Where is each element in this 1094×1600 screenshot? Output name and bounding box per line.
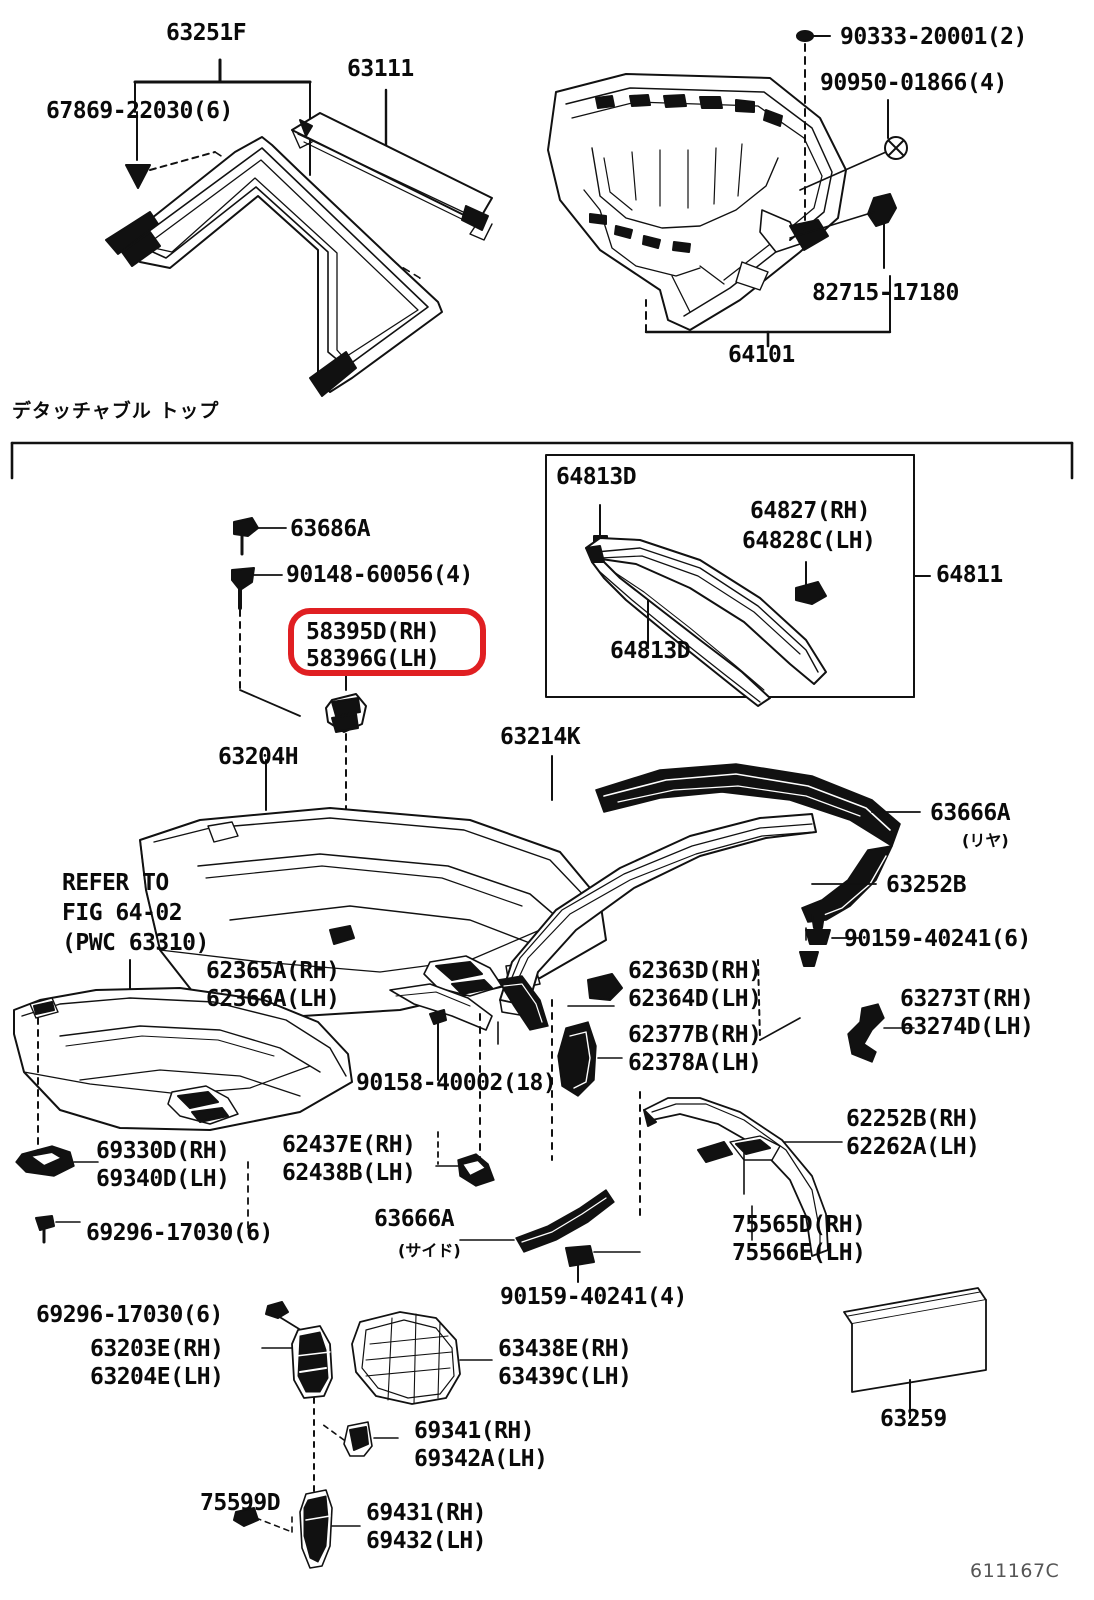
refer-to-line2: FIG 64-02 — [62, 900, 183, 926]
label-62377b-rh: 62377B(RH) — [628, 1022, 762, 1048]
label-62363d-rh: 62363D(RH) — [628, 958, 762, 984]
label-64811: 64811 — [936, 562, 1003, 588]
label-62252b-rh: 62252B(RH) — [846, 1106, 980, 1132]
refer-to-line1: REFER TO — [62, 870, 169, 896]
label-82715-17180: 82715-17180 — [812, 280, 959, 306]
label-63259: 63259 — [880, 1406, 947, 1432]
label-90148-60056: 90148-60056(4) — [286, 562, 473, 588]
label-63666a-rear-note: (リヤ) — [962, 831, 1009, 850]
label-64828c-lh: 64828C(LH) — [742, 528, 876, 554]
label-75565d-rh: 75565D(RH) — [732, 1212, 866, 1238]
label-69432-lh: 69432(LH) — [366, 1528, 487, 1554]
label-69431-rh: 69431(RH) — [366, 1500, 487, 1526]
label-63666a-rear: 63666A — [930, 800, 1011, 826]
label-90159-40241-4: 90159-40241(4) — [500, 1284, 687, 1310]
label-62364d-lh: 62364D(LH) — [628, 986, 762, 1012]
label-63203e-rh: 63203E(RH) — [90, 1336, 224, 1362]
label-64827-rh: 64827(RH) — [750, 498, 871, 524]
refer-to-line3: (PWC 63310) — [62, 930, 209, 956]
label-58395d-rh: 58395D(RH) — [306, 619, 440, 645]
label-63204e-lh: 63204E(LH) — [90, 1364, 224, 1390]
label-90333-20001: 90333-20001(2) — [840, 24, 1027, 50]
section-header-detachable-top: デタッチャブル トップ — [12, 400, 220, 422]
label-67869-22030: 67869-22030(6) — [46, 98, 233, 124]
label-75566e-lh: 75566E(LH) — [732, 1240, 866, 1266]
label-64813d-lower: 64813D — [610, 638, 691, 664]
label-63204h: 63204H — [218, 744, 299, 770]
label-63273t-rh: 63273T(RH) — [900, 986, 1034, 1012]
label-63686a: 63686A — [290, 516, 371, 542]
label-62262a-lh: 62262A(LH) — [846, 1134, 980, 1160]
label-90950-01866: 90950-01866(4) — [820, 70, 1007, 96]
label-69340d-lh: 69340D(LH) — [96, 1166, 230, 1192]
label-63666a-side-note: (サイド) — [398, 1241, 461, 1260]
label-69296-17030-a: 69296-17030(6) — [86, 1220, 273, 1246]
label-63251f: 63251F — [166, 20, 247, 46]
label-75599d: 75599D — [200, 1490, 281, 1516]
label-63438e-rh: 63438E(RH) — [498, 1336, 632, 1362]
label-63111: 63111 — [347, 56, 414, 82]
label-64813d-upper: 64813D — [556, 464, 637, 490]
label-63666a-side: 63666A — [374, 1206, 455, 1232]
label-69330d-rh: 69330D(RH) — [96, 1138, 230, 1164]
label-63252b: 63252B — [886, 872, 967, 898]
label-90159-40241-6: 90159-40241(6) — [844, 926, 1031, 952]
diagram-code: 611167C — [970, 1560, 1060, 1582]
label-62366a-lh: 62366A(LH) — [206, 986, 340, 1012]
label-62437e-rh: 62437E(RH) — [282, 1132, 416, 1158]
label-69296-17030-b: 69296-17030(6) — [36, 1302, 223, 1328]
label-63214k: 63214K — [500, 724, 581, 750]
label-64101: 64101 — [728, 342, 795, 368]
label-69342a-lh: 69342A(LH) — [414, 1446, 548, 1472]
label-63274d-lh: 63274D(LH) — [900, 1014, 1034, 1040]
label-69341-rh: 69341(RH) — [414, 1418, 535, 1444]
label-62378a-lh: 62378A(LH) — [628, 1050, 762, 1076]
label-58396g-lh: 58396G(LH) — [306, 646, 440, 672]
highlighted-part-callout: 58395D(RH) 58396G(LH) — [288, 608, 486, 676]
label-90158-40002: 90158-40002(18) — [356, 1070, 557, 1096]
label-63439c-lh: 63439C(LH) — [498, 1364, 632, 1390]
label-62365a-rh: 62365A(RH) — [206, 958, 340, 984]
label-62438b-lh: 62438B(LH) — [282, 1160, 416, 1186]
